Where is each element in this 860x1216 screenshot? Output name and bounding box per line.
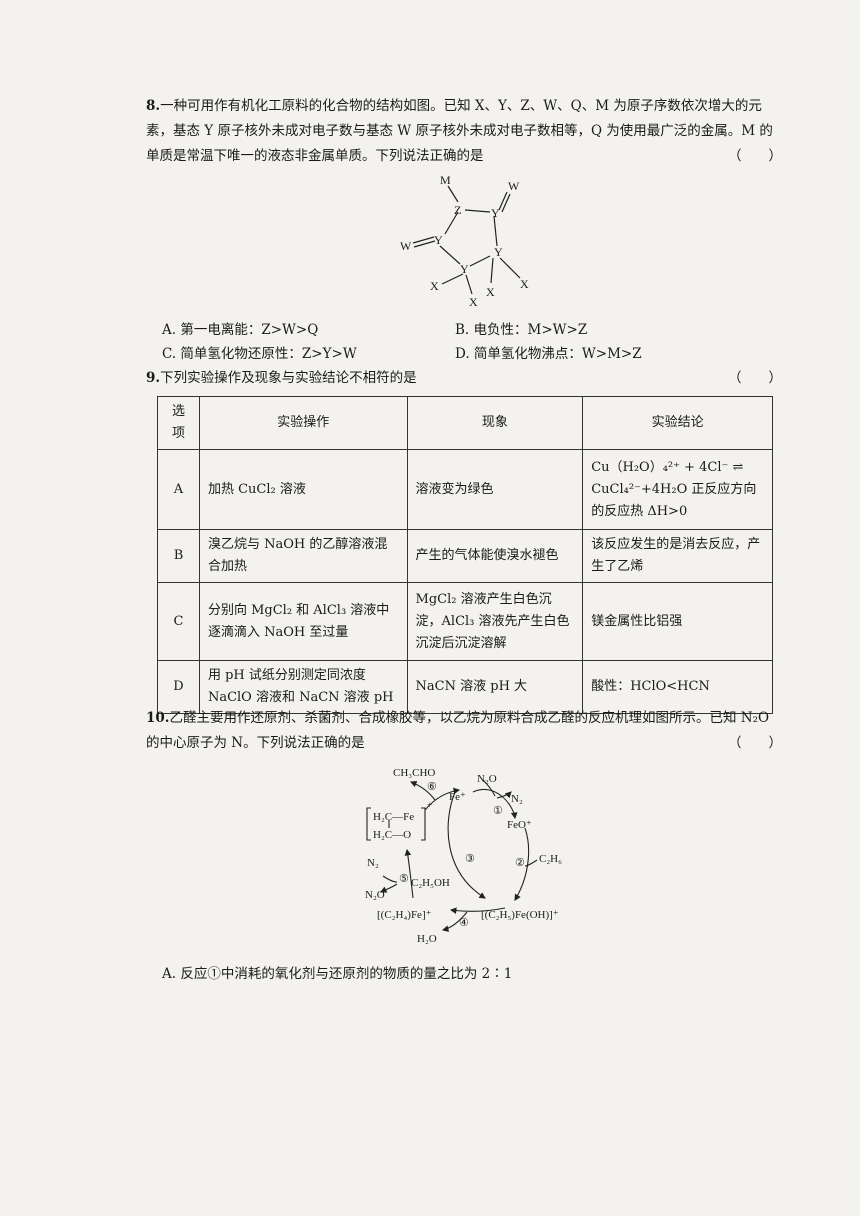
row-operation: 溴乙烷与 NaOH 的乙醇溶液混合加热 xyxy=(198,529,408,583)
step-label-3: ③ xyxy=(465,853,475,865)
question-10: 10.乙醛主要用作还原剂、杀菌剂、合成橡胶等，以乙烷为原料合成乙醛的反应机理如图… xyxy=(146,706,782,756)
step-label-2: ② xyxy=(515,857,525,869)
atom-label-x: X xyxy=(486,285,495,299)
step-label-4: ④ xyxy=(459,917,469,929)
species-acetaldehyde: CH₃CHO xyxy=(393,767,435,779)
species-c2h5feoh: [(C₂H₅)Fe(OH)]⁺ xyxy=(481,909,559,921)
option-a: A. 反应①中消耗的氧化剂与还原剂的物质的量之比为 2∶1 xyxy=(162,966,513,982)
step-label-5: ⑤ xyxy=(399,873,409,885)
row-option: A xyxy=(157,449,200,530)
row-conclusion: 酸性：HClO<HCN xyxy=(582,660,773,714)
row-operation: 加热 CuCl₂ 溶液 xyxy=(198,449,408,530)
atom-label-y: Y xyxy=(434,233,443,247)
table-row: D 用 pH 试纸分别测定同浓度 NaClO 溶液和 NaCN 溶液 pH Na… xyxy=(157,660,773,714)
atom-label-m: M xyxy=(440,173,451,187)
question-9: 9.下列实验操作及现象与实验结论不相符的是 （ ） xyxy=(146,366,782,391)
step-label-1: ① xyxy=(493,805,503,817)
question-stem: 下列实验操作及现象与实验结论不相符的是 xyxy=(160,370,417,386)
atom-label-w: W xyxy=(400,239,412,253)
header-conclusion: 实验结论 xyxy=(582,396,773,450)
species-n2-left: N₂ xyxy=(367,857,379,869)
question-number: 10. xyxy=(146,710,170,726)
row-option: B xyxy=(157,529,200,583)
atom-label-z: Z xyxy=(454,203,461,217)
species-ethane: C₂H₆ xyxy=(539,853,562,865)
row-phenomenon: 溶液变为绿色 xyxy=(406,449,584,530)
row-operation: 用 pH 试纸分别测定同浓度 NaClO 溶液和 NaCN 溶液 pH xyxy=(198,660,408,714)
answer-paren: （ ） xyxy=(728,148,782,164)
atom-label-x: X xyxy=(430,279,439,293)
answer-paren: （ ） xyxy=(728,370,782,386)
row-phenomenon: 产生的气体能使溴水褪色 xyxy=(406,529,584,583)
atom-label-y: Y xyxy=(494,245,503,259)
species-c2h4fe: [(C₂H₄)Fe]⁺ xyxy=(377,909,432,921)
ring-top: H₂C—Fe xyxy=(373,811,414,823)
option-c: C. 简单氢化物还原性：Z>Y>W xyxy=(162,346,357,362)
atom-label-y: Y xyxy=(460,262,469,276)
species-feo-plus: FeO⁺ xyxy=(507,819,532,831)
atom-label-x: X xyxy=(469,295,478,309)
row-option: C xyxy=(157,582,200,661)
row-conclusion: 镁金属性比铝强 xyxy=(582,582,773,661)
species-n2o-left: N₂O xyxy=(365,889,385,901)
atom-label-w: W xyxy=(508,179,520,193)
header-phenomenon: 现象 xyxy=(406,396,584,450)
answer-paren: （ ） xyxy=(728,735,782,751)
atom-label-y: Y xyxy=(491,206,500,220)
row-phenomenon: NaCN 溶液 pH 大 xyxy=(406,660,584,714)
header-option: 选项 xyxy=(157,396,200,450)
option-d: D. 简单氢化物沸点：W>M>Z xyxy=(455,346,642,362)
experiment-table: 选项 实验操作 现象 实验结论 A 加热 CuCl₂ 溶液 溶液变为绿色 Cu（… xyxy=(157,396,773,714)
species-n2-top: N₂ xyxy=(511,793,523,805)
table-header-row: 选项 实验操作 现象 实验结论 xyxy=(157,396,773,450)
ring-charge: + xyxy=(427,800,432,810)
species-ethanol: C₂H₅OH xyxy=(411,877,450,889)
species-n2o-top: N₂O xyxy=(477,773,497,785)
question-number: 8. xyxy=(146,98,161,114)
structure-diagram: M Z Y W Y W Y Y X X X X xyxy=(400,173,529,309)
question-8: 8.一种可用作有机化工原料的化合物的结构如图。已知 X、Y、Z、W、Q、M 为原… xyxy=(146,94,782,169)
species-fe-plus: Fe⁺ xyxy=(449,791,466,803)
header-operation: 实验操作 xyxy=(198,396,408,450)
question-stem: 乙醛主要用作还原剂、杀菌剂、合成橡胶等，以乙烷为原料合成乙醛的反应机理如图所示。… xyxy=(146,710,770,751)
row-operation: 分别向 MgCl₂ 和 AlCl₃ 溶液中逐滴滴入 NaOH 至过量 xyxy=(198,582,408,661)
row-conclusion: 该反应发生的是消去反应，产生了乙烯 xyxy=(582,529,773,583)
table-row: B 溴乙烷与 NaOH 的乙醇溶液混合加热 产生的气体能使溴水褪色 该反应发生的… xyxy=(157,529,773,583)
species-water: H₂O xyxy=(417,933,437,945)
option-b: B. 电负性：M>W>Z xyxy=(455,322,588,338)
row-option: D xyxy=(157,660,200,714)
table-row: A 加热 CuCl₂ 溶液 溶液变为绿色 Cu（H₂O）₄²⁺ + 4Cl⁻ ⇌… xyxy=(157,449,773,530)
reaction-mechanism-diagram: CH₃CHO N₂O N₂ Fe⁺ FeO⁺ C₂H₆ [(C₂H₅)Fe(OH… xyxy=(365,767,562,945)
table-row: C 分别向 MgCl₂ 和 AlCl₃ 溶液中逐滴滴入 NaOH 至过量 MgC… xyxy=(157,582,773,661)
row-phenomenon: MgCl₂ 溶液产生白色沉淀，AlCl₃ 溶液先产生白色沉淀后沉淀溶解 xyxy=(406,582,584,661)
question-stem: 一种可用作有机化工原料的化合物的结构如图。已知 X、Y、Z、W、Q、M 为原子序… xyxy=(146,98,773,164)
ring-bottom: H₂C—O xyxy=(373,829,411,841)
option-a: A. 第一电离能：Z>W>Q xyxy=(162,322,319,338)
atom-label-x: X xyxy=(520,277,529,291)
row-conclusion: Cu（H₂O）₄²⁺ + 4Cl⁻ ⇌ CuCl₄²⁻+4H₂O 正反应方向的反… xyxy=(582,449,773,530)
question-number: 9. xyxy=(146,370,161,386)
step-label-6: ⑥ xyxy=(427,781,437,793)
